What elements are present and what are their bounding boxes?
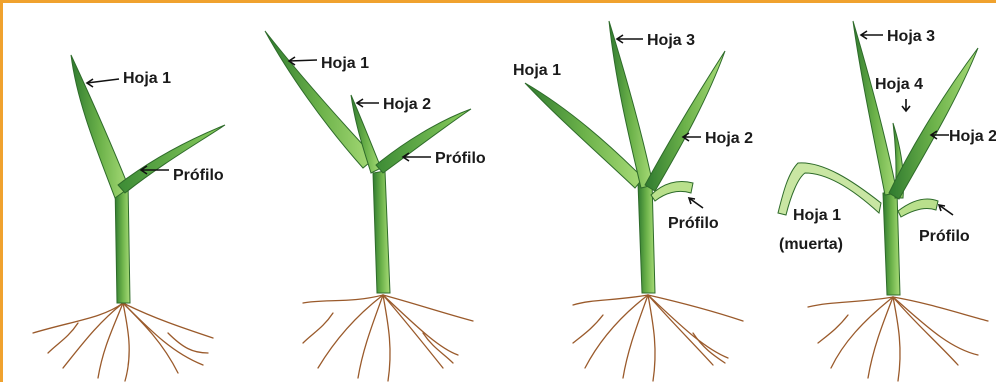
arrow-icon bbox=[357, 99, 379, 107]
leaf-stages-diagram: Hoja 1 Prófilo Hoja 1 Hoja 2 Prófilo bbox=[3, 3, 996, 382]
plant-4-muerta-label: (muerta) bbox=[779, 236, 843, 253]
plant-4-leaf-3 bbox=[853, 21, 897, 195]
plant-3-label-profilo: Prófilo bbox=[668, 198, 719, 232]
arrow-icon bbox=[689, 198, 703, 208]
plant-2-label-hoja2: Hoja 2 bbox=[357, 96, 431, 113]
plant-4-hoja1-label: Hoja 1 bbox=[793, 207, 841, 224]
plant-2-label-profilo: Prófilo bbox=[403, 150, 486, 167]
plant-1-stem bbox=[115, 181, 130, 303]
plant-4-profilo-leaf bbox=[898, 199, 938, 217]
plant-3-profilo-label: Prófilo bbox=[668, 215, 719, 232]
plant-2-profilo-label: Prófilo bbox=[435, 150, 486, 167]
plant-4-leaf-2 bbox=[889, 48, 978, 199]
plant-4-hoja4-label: Hoja 4 bbox=[875, 76, 923, 93]
plant-3-label-hoja3: Hoja 3 bbox=[617, 32, 695, 49]
plant-2-hoja1-label: Hoja 1 bbox=[321, 55, 369, 72]
arrow-icon bbox=[861, 31, 883, 39]
plant-2 bbox=[265, 31, 473, 381]
plant-1-profilo-label: Prófilo bbox=[173, 167, 224, 184]
arrow-icon bbox=[617, 35, 643, 43]
plant-3-hoja3-label: Hoja 3 bbox=[647, 32, 695, 49]
plant-4-label-hoja2: Hoja 2 bbox=[931, 128, 996, 145]
plant-2-hoja2-label: Hoja 2 bbox=[383, 96, 431, 113]
plant-3-label-hoja2: Hoja 2 bbox=[683, 130, 753, 147]
plant-4-hoja3-label: Hoja 3 bbox=[887, 28, 935, 45]
plant-4-label-hoja1: Hoja 1 (muerta) bbox=[779, 207, 843, 253]
arrow-icon bbox=[289, 57, 317, 65]
arrow-icon bbox=[939, 205, 953, 215]
plant-2-label-hoja1: Hoja 1 bbox=[289, 55, 369, 72]
plant-4 bbox=[778, 21, 988, 381]
plant-4-label-hoja4: Hoja 4 bbox=[875, 76, 923, 111]
plant-1-leaf-1 bbox=[71, 55, 129, 198]
plant-3-hoja2-label: Hoja 2 bbox=[705, 130, 753, 147]
plant-4-hoja2-label: Hoja 2 bbox=[949, 128, 996, 145]
arrow-icon bbox=[87, 79, 119, 87]
plant-2-roots bbox=[303, 295, 473, 381]
plant-3-label-hoja1: Hoja 1 bbox=[513, 62, 561, 79]
plant-1 bbox=[33, 55, 225, 381]
plant-4-label-profilo: Prófilo bbox=[919, 205, 970, 245]
plant-2-stem bbox=[373, 171, 390, 293]
plant-3-leaf-2 bbox=[645, 51, 725, 191]
plant-4-roots bbox=[808, 297, 988, 381]
plant-1-roots bbox=[33, 303, 213, 381]
plant-1-hoja1-label: Hoja 1 bbox=[123, 70, 171, 87]
plant-4-profilo-label: Prófilo bbox=[919, 228, 970, 245]
plant-4-label-hoja3: Hoja 3 bbox=[861, 28, 935, 45]
arrow-icon bbox=[403, 153, 431, 161]
plant-1-label-hoja1: Hoja 1 bbox=[87, 70, 171, 87]
plant-3-roots bbox=[573, 295, 743, 381]
plant-3-hoja1-label: Hoja 1 bbox=[513, 62, 561, 79]
arrow-icon bbox=[902, 99, 910, 111]
plant-2-leaf-1 bbox=[265, 31, 375, 168]
plant-4-stem bbox=[883, 191, 900, 295]
